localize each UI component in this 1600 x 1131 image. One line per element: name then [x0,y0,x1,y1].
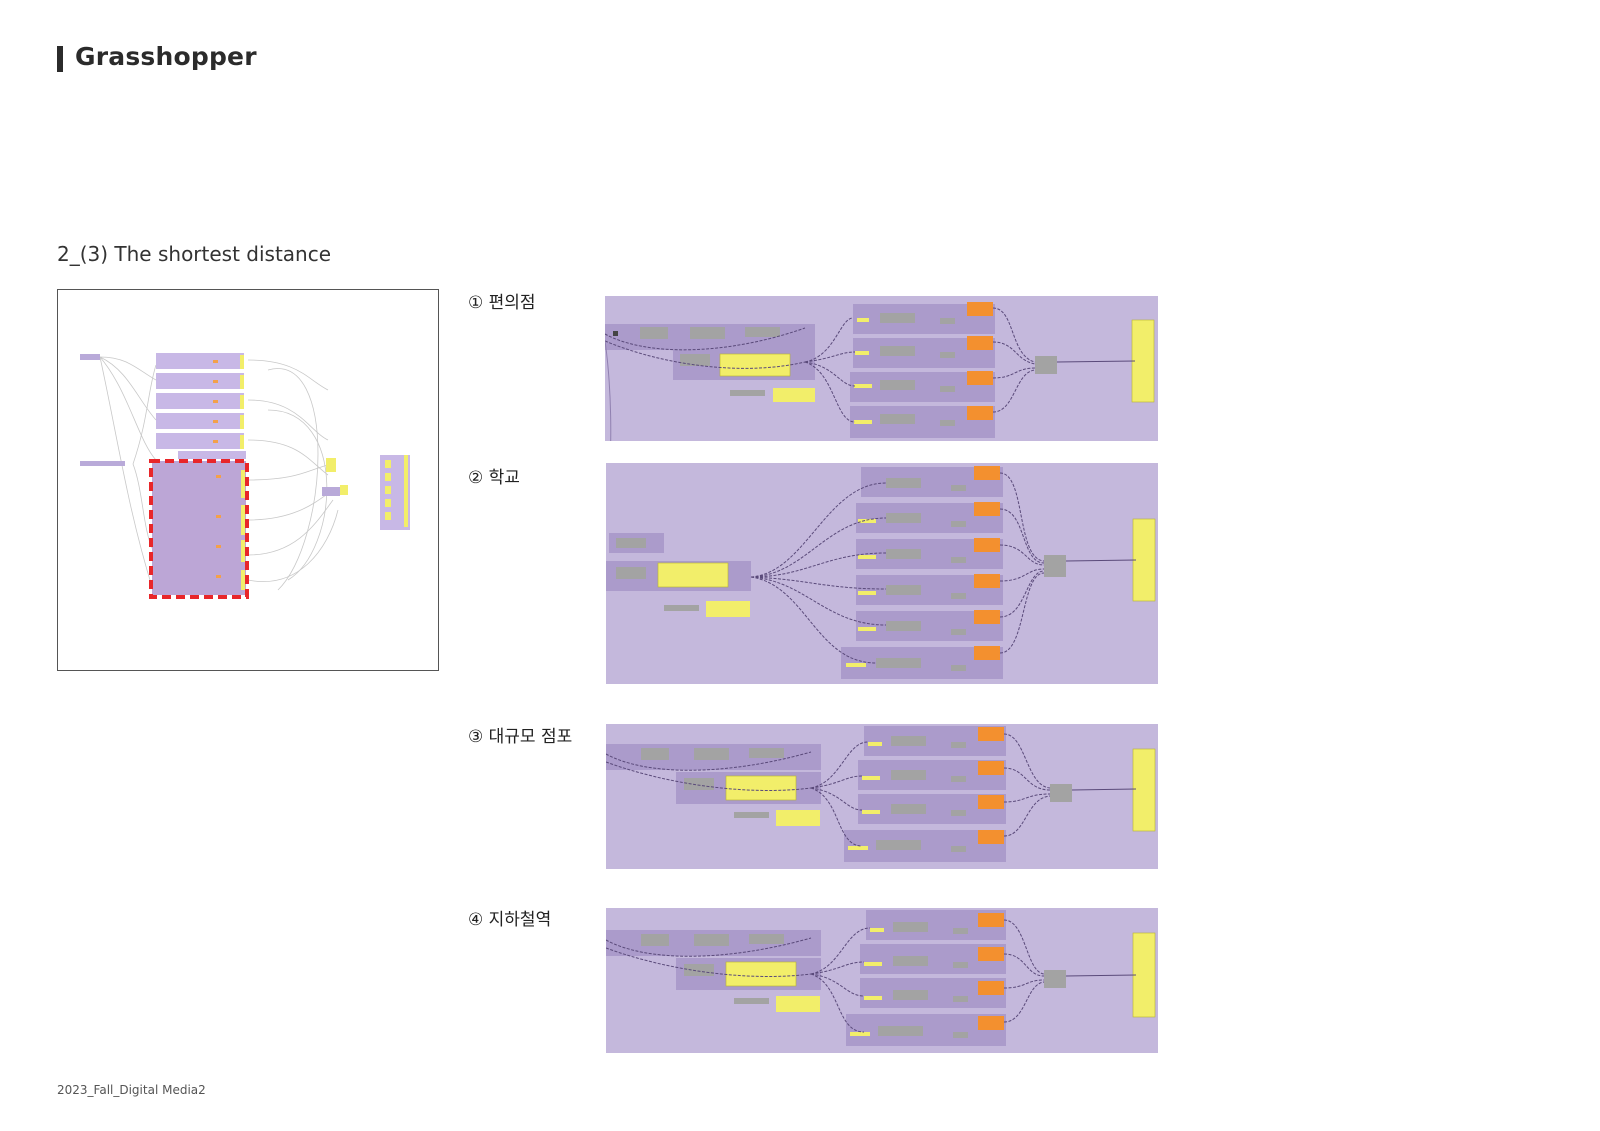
title-accent-bar [57,46,63,72]
overview-graph-figure [80,353,410,599]
panel-label-convenience-store: ① 편의점 [468,293,536,313]
footer-course-label: 2023_Fall_Digital Media2 [57,1083,206,1097]
gh-canvas-subway-station [606,908,1158,1053]
gh-graph-1 [605,302,1155,441]
gh-canvas-convenience-store [605,296,1158,441]
gh-canvas-school [606,463,1158,684]
panel-label-school: ② 학교 [468,468,520,488]
panel-label-subway-station: ④ 지하철역 [468,910,552,930]
gh-graph-3 [606,726,1156,862]
gh-canvas-large-store [606,724,1158,869]
gh-graph-2 [606,466,1156,679]
panel-label-large-store: ③ 대규모 점포 [468,727,573,747]
section-subtitle: 2_(3) The shortest distance [57,242,332,266]
page-title: Grasshopper [75,42,257,71]
gh-graph-4 [606,910,1156,1046]
overview-definition-image [57,289,439,671]
